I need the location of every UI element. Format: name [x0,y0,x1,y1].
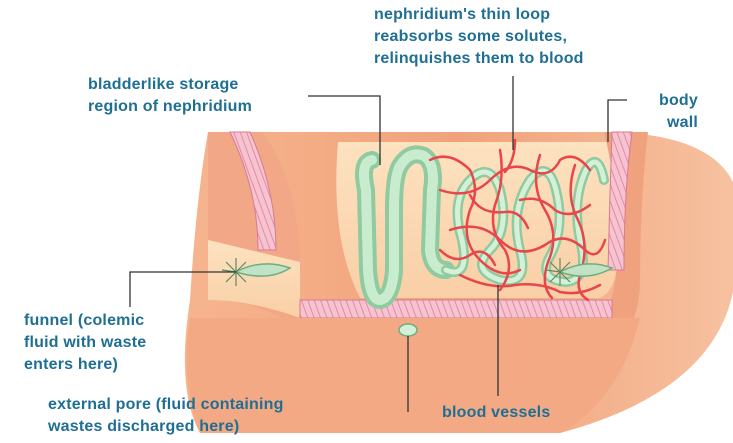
label-funnel-line-2: fluid with waste [24,332,146,354]
label-funnel: funnel (colemic fluid with waste enters … [24,310,146,376]
cavity-floor-band [300,300,612,318]
label-funnel-line-3: enters here) [24,354,146,376]
label-pore-line-2: wastes discharged here) [48,416,284,438]
label-body-wall-line-1: body [636,90,698,112]
label-storage-line-1: bladderlike storage [88,74,252,96]
label-body-wall: body wall [636,90,698,134]
label-vessels: blood vessels [442,402,550,424]
label-storage: bladderlike storage region of nephridium [88,74,252,118]
external-pore [399,324,417,336]
label-funnel-line-1: funnel (colemic [24,310,146,332]
label-thin-loop: nephridium's thin loop reabsorbs some so… [374,4,584,70]
label-pore-line-1: external pore (fluid containing [48,394,284,416]
label-thin-loop-line-2: reabsorbs some solutes, [374,26,584,48]
label-thin-loop-line-3: relinquishes them to blood [374,48,584,70]
label-pore: external pore (fluid containing wastes d… [48,394,284,438]
label-storage-line-2: region of nephridium [88,96,252,118]
label-body-wall-line-2: wall [636,112,698,134]
label-thin-loop-line-1: nephridium's thin loop [374,4,584,26]
